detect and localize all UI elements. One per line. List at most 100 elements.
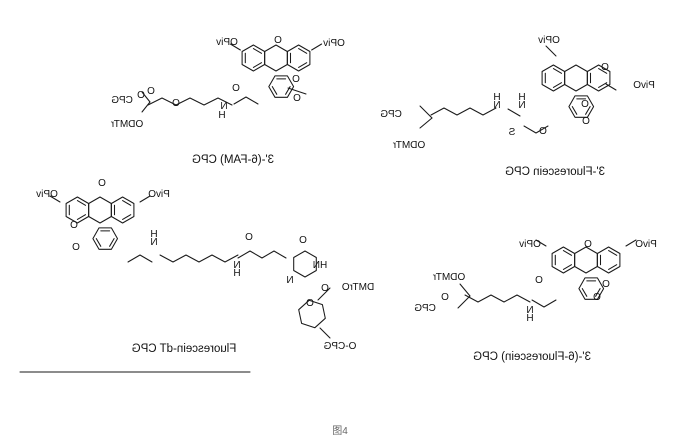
- s2-pyran-ring: [564, 64, 588, 92]
- s3-ocpg: [319, 327, 331, 339]
- atom-label: PivO: [148, 189, 170, 200]
- s2-benzo-ring-double-bond: [571, 106, 578, 115]
- atom-label: OPiv: [36, 189, 58, 200]
- s3-acryl: [237, 250, 287, 259]
- atom-label: H: [493, 92, 500, 103]
- s3-benzo-ring: [92, 227, 119, 250]
- s2-right-ring-double-bond: [598, 68, 608, 74]
- s2-left-ring-double-bond: [552, 82, 563, 88]
- s4-right-ring-double-bond: [608, 250, 618, 256]
- s3-ch2: [317, 287, 331, 301]
- s1-benzo-ring-double-bond: [271, 86, 278, 95]
- s1-benzo-ring: [268, 75, 295, 98]
- atom-label: H: [150, 229, 157, 240]
- s3-right-ring-double-bond: [122, 200, 132, 206]
- atom-label: N: [233, 260, 240, 271]
- atom-label: PivO: [635, 239, 657, 250]
- s1-left-ring-double-bond: [252, 62, 263, 68]
- s1-amide: [233, 96, 259, 105]
- s4-opiv-bond: [625, 239, 637, 247]
- s4-right-ring-double-bond: [608, 264, 618, 270]
- atom-label: CPG: [380, 109, 402, 120]
- structure-name: 3'-(6-Fluorescein) CPG: [473, 351, 591, 363]
- s3-right-ring-double-bond: [122, 214, 132, 220]
- s1-lactone: [287, 87, 307, 95]
- atom-label: O: [172, 98, 180, 109]
- s3-left-ring-double-bond: [76, 214, 87, 220]
- s3-opiv-bond: [139, 195, 151, 203]
- atom-label: O: [72, 242, 80, 253]
- atom-label: O-CPG: [323, 341, 356, 352]
- atom-label: OPiv: [323, 38, 345, 49]
- s4-opiv-bond: [535, 239, 547, 247]
- atom-label: N: [493, 100, 500, 111]
- atom-label: O: [70, 220, 78, 231]
- atom-label: O: [292, 74, 300, 85]
- atom-label: O: [147, 86, 155, 97]
- s2-right-ring-double-bond: [598, 82, 608, 88]
- s4-benzo-ring-double-bond: [595, 288, 601, 297]
- atom-label: O: [601, 62, 609, 73]
- s3-linker: [159, 254, 239, 263]
- s3-uracil: [293, 250, 317, 278]
- s3-pyran-ring: [88, 196, 112, 224]
- atom-label: OPiv: [538, 35, 560, 46]
- s2-branch: [419, 105, 433, 119]
- atom-label: O: [581, 99, 589, 110]
- s2-thiourea: [507, 108, 521, 117]
- atom-label: HN: [313, 260, 327, 271]
- s2-benzo-ring-double-bond: [585, 106, 591, 115]
- atom-label: N: [518, 100, 525, 111]
- s1-dmtr-arm: [141, 91, 151, 103]
- atom-label: H: [218, 110, 225, 121]
- atom-label: O: [299, 235, 307, 246]
- s4-benzo-ring-double-bond: [581, 288, 588, 297]
- s1-opiv-bond: [311, 43, 323, 51]
- s2-linker: [430, 107, 497, 116]
- atom-label: O: [441, 292, 449, 303]
- atom-label: O: [232, 83, 240, 94]
- s1-right-ring-double-bond: [298, 48, 308, 54]
- s1-left-ring-double-bond: [252, 48, 263, 54]
- atom-label: O: [593, 292, 601, 303]
- s2-branch: [419, 117, 433, 129]
- structure-name: 3'-(6-FAM) CPG: [192, 154, 274, 166]
- s3-left-ring-double-bond: [76, 200, 87, 206]
- atom-label: CPG: [111, 95, 133, 106]
- atom-label: O: [602, 279, 610, 290]
- atom-label: O: [582, 116, 590, 127]
- structure-name: 3'-Fluorescein CPG: [505, 166, 605, 178]
- s4-left-ring-double-bond: [562, 264, 573, 270]
- atom-label: N: [526, 305, 533, 316]
- structure-names: 3'-(6-FAM) CPG 3'-Fluorescein CPG Fluoresc…: [132, 154, 605, 363]
- structure-name: Fluorescein-dT CPG: [132, 343, 237, 355]
- s4-dmtr-arm: [459, 283, 471, 297]
- atom-label: H: [233, 268, 240, 279]
- atom-label: PivO: [633, 80, 655, 91]
- s2-opiv-bond: [605, 83, 617, 91]
- atom-label: N: [220, 101, 227, 112]
- atom-label: O: [539, 126, 547, 137]
- s1-cpg-arm: [141, 101, 151, 113]
- s3-amide: [127, 254, 153, 263]
- atom-label: O: [321, 283, 329, 294]
- atom-label: CPG: [414, 303, 436, 314]
- figure-caption: 图4: [332, 425, 348, 437]
- bond-lines: [19, 43, 637, 373]
- atom-label: H: [518, 92, 525, 103]
- s4-left-ring-double-bond: [562, 250, 573, 256]
- atom-label: ODMTr: [432, 272, 465, 283]
- s1-linker: [147, 97, 233, 106]
- atom-label: O: [274, 35, 282, 46]
- s4-pyran-ring: [574, 246, 598, 274]
- s1-benzo-ring-double-bond: [285, 86, 291, 95]
- atom-label: O: [293, 93, 301, 104]
- atom-label: N: [286, 275, 293, 286]
- s3-benzo-ring-double-bond: [95, 238, 102, 247]
- s4-linker: [464, 294, 531, 303]
- s3-benzo-ring-double-bond: [109, 238, 115, 247]
- atom-label: N: [150, 237, 157, 248]
- s4-benzo-ring: [578, 277, 605, 300]
